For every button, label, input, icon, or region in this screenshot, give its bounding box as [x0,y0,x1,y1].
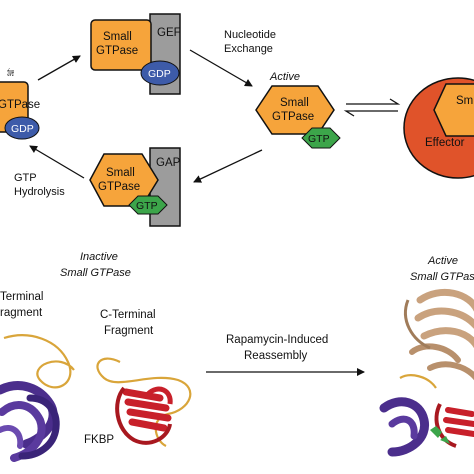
bottom-gtpase-label-line1: Small [106,167,135,179]
top-gtpase-gef: GEF Small GTPase GDP [90,13,181,95]
top-gtpase-label-line1: Small [103,31,132,43]
effector-label: Effector [425,137,465,149]
top-gtpase-label-line2: GTPase [96,45,138,57]
active-state-label: Active [269,71,300,83]
reassembly-line2: Reassembly [244,350,308,362]
arrow-left-to-gef [37,55,81,81]
gtp-hydrolysis-line2: Hydrolysis [14,186,65,198]
equilibrium-arrows [343,98,401,117]
reassembly-line1: Rapamycin-Induced [226,334,328,346]
gef-label: GEF [157,27,181,39]
left-gtpase-gdp: Inactive GTPase GDP [0,67,40,140]
left-gtpase-label-line2: GTPase [0,99,40,111]
effector-gtpase-partial-label: Sm [456,95,473,107]
top-gdp-label: GDP [148,68,171,80]
arrow-gef-to-active [189,49,253,87]
bottom-gtpase-gap: GAP Small GTPase GTP [89,147,181,227]
arrow-gap-to-left [29,145,85,179]
left-gdp-label: GDP [11,123,34,135]
bottom-gtp-label: GTP [136,200,158,212]
active-gtpase-label-line1: Small [280,97,309,109]
nucleotide-exchange-line2: Exchange [224,43,273,55]
n-terminal-line1: Terminal [0,291,43,303]
active-gtpase-gtp: Active Small GTPase GTP [255,71,341,149]
effector-complex: Sm Effector [403,77,474,179]
gap-label: GAP [156,157,181,169]
inactive-label-line1: Inactive [80,251,118,263]
inactive-label-line2: Small GTPase [60,267,131,279]
gtp-hydrolysis-line1: GTP [14,172,37,184]
c-terminal-fragment [96,357,192,447]
fkbp-label: FKBP [84,434,114,446]
nucleotide-exchange-line1: Nucleotide [224,29,276,41]
n-terminal-fragment [0,334,75,462]
active-gtpase-label-line2: GTPase [272,111,314,123]
arrow-active-to-gap [193,149,263,183]
active-label-line2: Small GTPase [410,271,474,283]
active-label-line1: Active [427,255,458,267]
left-inactive-label: Inactive [0,67,14,79]
n-terminal-line2: ragment [0,307,43,319]
c-terminal-line1: C-Terminal [100,309,156,321]
active-gtp-label: GTP [308,133,330,145]
reassembled-complex [379,288,474,457]
bottom-gtpase-label-line2: GTPase [98,181,140,193]
c-terminal-line2: Fragment [104,325,154,337]
